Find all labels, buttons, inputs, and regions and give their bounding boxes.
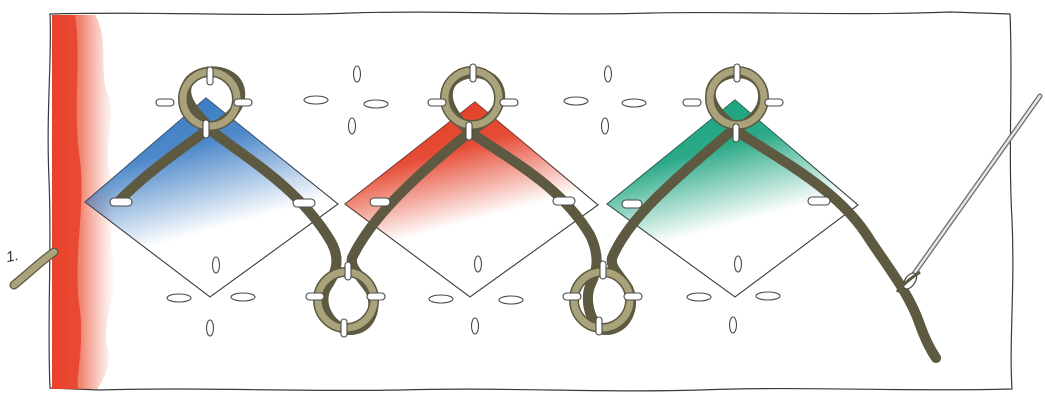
marker-stitch: [472, 318, 479, 334]
stitch: [765, 99, 783, 106]
marker-stitch: [602, 118, 609, 134]
stitch: [156, 99, 174, 106]
stitch: [110, 198, 132, 206]
stitch: [500, 99, 518, 106]
marker-stitch: [349, 118, 356, 134]
marker-stitch: [756, 292, 780, 300]
stitch: [428, 99, 446, 106]
marker-stitch: [213, 257, 220, 273]
stitch: [553, 197, 575, 205]
marker-stitch: [364, 100, 388, 108]
stitch: [234, 99, 252, 106]
stitch: [367, 293, 385, 300]
marker-stitch: [605, 66, 612, 82]
stitch: [293, 199, 315, 207]
stitch: [370, 198, 390, 206]
stitch: [466, 122, 472, 140]
stitch: [563, 293, 581, 300]
marker-stitch: [564, 97, 588, 105]
marker-stitch: [354, 66, 361, 82]
stitch: [345, 262, 351, 280]
marker-stitch: [735, 256, 742, 272]
marker-stitch: [687, 293, 711, 301]
stitch: [624, 293, 642, 300]
stitch: [470, 64, 476, 82]
needle-icon: [897, 96, 1040, 292]
stitch: [203, 120, 209, 138]
marker-stitch: [475, 256, 482, 272]
stitch: [622, 200, 642, 208]
marker-stitch: [730, 317, 737, 333]
stitch: [341, 319, 347, 337]
stitch: [306, 293, 324, 300]
red-edge-core: [52, 15, 82, 389]
stitch: [596, 317, 602, 335]
marker-stitch: [429, 295, 453, 303]
stitch: [734, 64, 740, 82]
stitch: [207, 67, 213, 85]
stitch: [733, 124, 739, 142]
stitch: [600, 261, 606, 279]
marker-stitch: [231, 293, 255, 301]
stitch: [808, 197, 830, 205]
marker-stitch: [207, 320, 214, 336]
marker-stitch: [622, 99, 646, 107]
marker-stitch: [167, 294, 191, 302]
stitch: [683, 99, 701, 106]
marker-stitch: [499, 296, 523, 304]
marker-stitch: [304, 96, 328, 104]
